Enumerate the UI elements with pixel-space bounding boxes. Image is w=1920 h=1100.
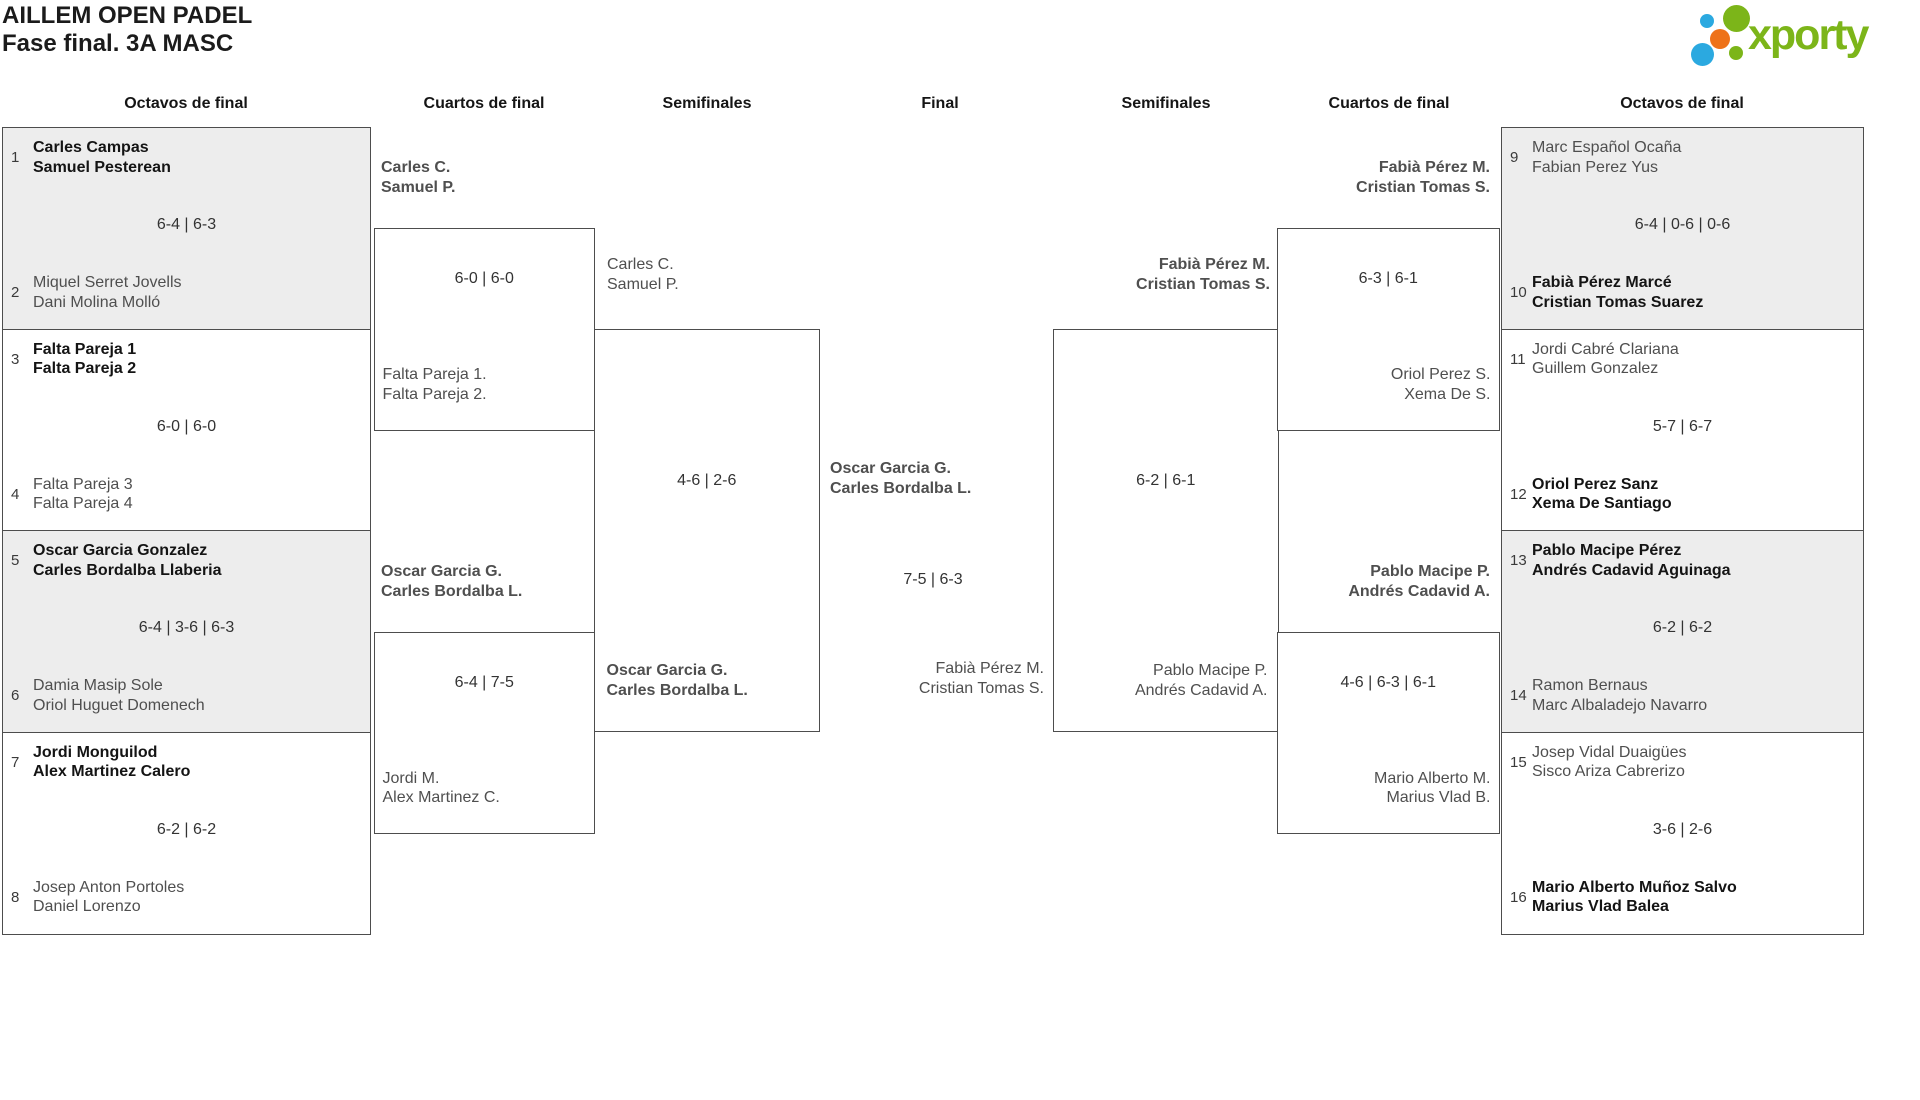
final-runner-up-label: Fabià Pérez M. Cristian Tomas S. xyxy=(918,660,1044,697)
logo-dot-icon xyxy=(1729,46,1743,60)
seed-label: 13 xyxy=(1510,552,1527,569)
match-score: 5-7 | 6-7 xyxy=(1652,417,1713,435)
match-score: 6-3 | 6-1 xyxy=(1358,270,1418,287)
match-score: 6-4 | 3-6 | 6-3 xyxy=(138,619,235,636)
team-name: Oriol Perez S. Xema De S. xyxy=(1390,366,1491,403)
team-name: Falta Pareja 3 Falta Pareja 4 xyxy=(33,475,133,513)
seed-label: 11 xyxy=(1510,350,1526,368)
seed-label: 16 xyxy=(1510,888,1527,906)
team-name: Jordi M. Alex Martinez C. xyxy=(382,769,500,807)
seed-label: 3 xyxy=(11,350,20,368)
seed-label: 9 xyxy=(1510,149,1519,166)
round-header-octavos-left: Octavos de final xyxy=(124,95,248,112)
match-score: 4-6 | 2-6 xyxy=(677,472,737,489)
match-score: 6-2 | 6-2 xyxy=(1652,619,1713,636)
advancing-team-label: Oscar Garcia G. Carles Bordalba L. xyxy=(381,563,523,600)
match-octavos-right-1[interactable]: 9 Marc Español Ocaña Fabian Perez Yus 6-4… xyxy=(1501,127,1864,330)
team-name: Pablo Macipe Pérez Andrés Cadavid Aguina… xyxy=(1532,542,1731,579)
team-name: Mario Alberto M. Marius Vlad B. xyxy=(1374,769,1491,807)
seed-label: 15 xyxy=(1510,753,1527,771)
advancing-team-label: Carles C. Samuel P. xyxy=(607,256,679,293)
advancing-team-label: Carles C. Samuel P. xyxy=(381,159,456,196)
seed-label: 5 xyxy=(11,552,20,569)
match-score: 6-2 | 6-2 xyxy=(156,820,217,838)
match-score: 6-0 | 6-0 xyxy=(454,270,514,287)
team-name: Oscar Garcia G. Carles Bordalba L. xyxy=(606,662,748,699)
team-name: Falta Pareja 1 Falta Pareja 2 xyxy=(33,340,137,378)
team-name: Oriol Perez Sanz Xema De Santiago xyxy=(1532,475,1672,513)
round-header-octavos-right: Octavos de final xyxy=(1620,95,1744,112)
match-octavos-left-4[interactable]: 7 Jordi Monguilod Alex Martinez Calero 6-… xyxy=(2,731,371,935)
team-name: Jordi Cabré Clariana Guillem Gonzalez xyxy=(1532,340,1679,378)
round-header-final: Final xyxy=(921,95,959,112)
match-octavos-left-1[interactable]: 1 Carles Campas Samuel Pesterean 6-4 | 6-… xyxy=(2,127,371,330)
seed-label: 8 xyxy=(11,888,20,906)
team-name: Ramon Bernaus Marc Albaladejo Navarro xyxy=(1532,677,1708,714)
logo-dot-icon xyxy=(1710,29,1730,49)
advancing-team-label: Fabià Pérez M. Cristian Tomas S. xyxy=(1136,256,1270,293)
match-cuartos-left-2[interactable]: 6-4 | 7-5 Jordi M. Alex Martinez C. xyxy=(373,631,595,834)
team-name: Josep Vidal Duaigües Sisco Ariza Cabreri… xyxy=(1532,743,1687,781)
seed-label: 6 xyxy=(11,687,20,704)
xporty-logo[interactable]: xporty xyxy=(1688,2,1916,70)
round-header-cuartos-right: Cuartos de final xyxy=(1328,95,1450,112)
page-title: AILLEM OPEN PADEL Fase final. 3A MASC xyxy=(2,2,253,57)
team-name: Marc Español Ocaña Fabian Perez Yus xyxy=(1532,139,1682,176)
match-score: 3-6 | 2-6 xyxy=(1652,820,1713,838)
round-header-cuartos-left: Cuartos de final xyxy=(423,95,545,112)
team-name: Carles Campas Samuel Pesterean xyxy=(33,139,171,176)
seed-label: 1 xyxy=(11,149,20,166)
seed-label: 12 xyxy=(1510,485,1527,503)
team-name: Mario Alberto Muñoz Salvo Marius Vlad Ba… xyxy=(1532,878,1737,916)
match-score: 6-4 | 0-6 | 0-6 xyxy=(1634,216,1731,233)
match-cuartos-right-2[interactable]: 4-6 | 6-3 | 6-1 Mario Alberto M. Marius … xyxy=(1277,631,1500,834)
logo-dot-icon xyxy=(1723,5,1750,32)
seed-label: 4 xyxy=(11,485,20,503)
match-semifinal-right[interactable]: 6-2 | 6-1 Pablo Macipe P. Andrés Cadavid… xyxy=(1053,329,1279,732)
match-score: 6-2 | 6-1 xyxy=(1136,472,1196,489)
match-cuartos-left-1[interactable]: 6-0 | 6-0 Falta Pareja 1. Falta Pareja 2… xyxy=(373,228,595,431)
advancing-team-label: Fabià Pérez M. Cristian Tomas S. xyxy=(1356,159,1490,196)
team-name: Jordi Monguilod Alex Martinez Calero xyxy=(33,743,191,781)
team-name: Damia Masip Sole Oriol Huguet Domenech xyxy=(33,677,205,714)
seed-label: 7 xyxy=(11,753,20,771)
team-name: Miquel Serret Jovells Dani Molina Molló xyxy=(33,274,182,311)
match-octavos-right-4[interactable]: 15 Josep Vidal Duaigües Sisco Ariza Cabre… xyxy=(1501,731,1864,935)
match-score: 6-4 | 7-5 xyxy=(454,673,514,691)
final-score: 7-5 | 6-3 xyxy=(903,571,963,588)
seed-label: 2 xyxy=(11,284,20,301)
team-name: Pablo Macipe P. Andrés Cadavid A. xyxy=(1134,662,1268,699)
match-score: 6-4 | 6-3 xyxy=(156,216,217,233)
team-name: Falta Pareja 1. Falta Pareja 2. xyxy=(382,366,487,403)
logo-dot-icon xyxy=(1691,43,1714,66)
team-name: Josep Anton Portoles Daniel Lorenzo xyxy=(33,878,185,916)
final-winner-label: Oscar Garcia G. Carles Bordalba L. xyxy=(830,460,972,497)
match-octavos-left-2[interactable]: 3 Falta Pareja 1 Falta Pareja 2 6-0 | 6-0… xyxy=(2,328,371,532)
seed-label: 10 xyxy=(1510,284,1527,301)
match-score: 4-6 | 6-3 | 6-1 xyxy=(1340,673,1436,691)
match-cuartos-right-1[interactable]: 6-3 | 6-1 Oriol Perez S. Xema De S. xyxy=(1277,228,1500,431)
match-semifinal-left[interactable]: 4-6 | 2-6 Oscar Garcia G. Carles Bordalb… xyxy=(593,329,820,732)
match-octavos-left-3[interactable]: 5 Oscar Garcia Gonzalez Carles Bordalba L… xyxy=(2,530,371,733)
logo-wordmark: xporty xyxy=(1748,11,1869,59)
match-octavos-right-3[interactable]: 13 Pablo Macipe Pérez Andrés Cadavid Agui… xyxy=(1501,530,1864,733)
round-header-semis-left: Semifinales xyxy=(662,95,752,112)
advancing-team-label: Pablo Macipe P. Andrés Cadavid A. xyxy=(1348,563,1490,600)
team-name: Fabià Pérez Marcé Cristian Tomas Suarez xyxy=(1532,274,1704,311)
round-header-semis-right: Semifinales xyxy=(1121,95,1211,112)
logo-dot-icon xyxy=(1700,14,1714,28)
match-score: 6-0 | 6-0 xyxy=(156,417,217,435)
seed-label: 14 xyxy=(1510,687,1527,704)
team-name: Oscar Garcia Gonzalez Carles Bordalba Ll… xyxy=(33,542,222,579)
